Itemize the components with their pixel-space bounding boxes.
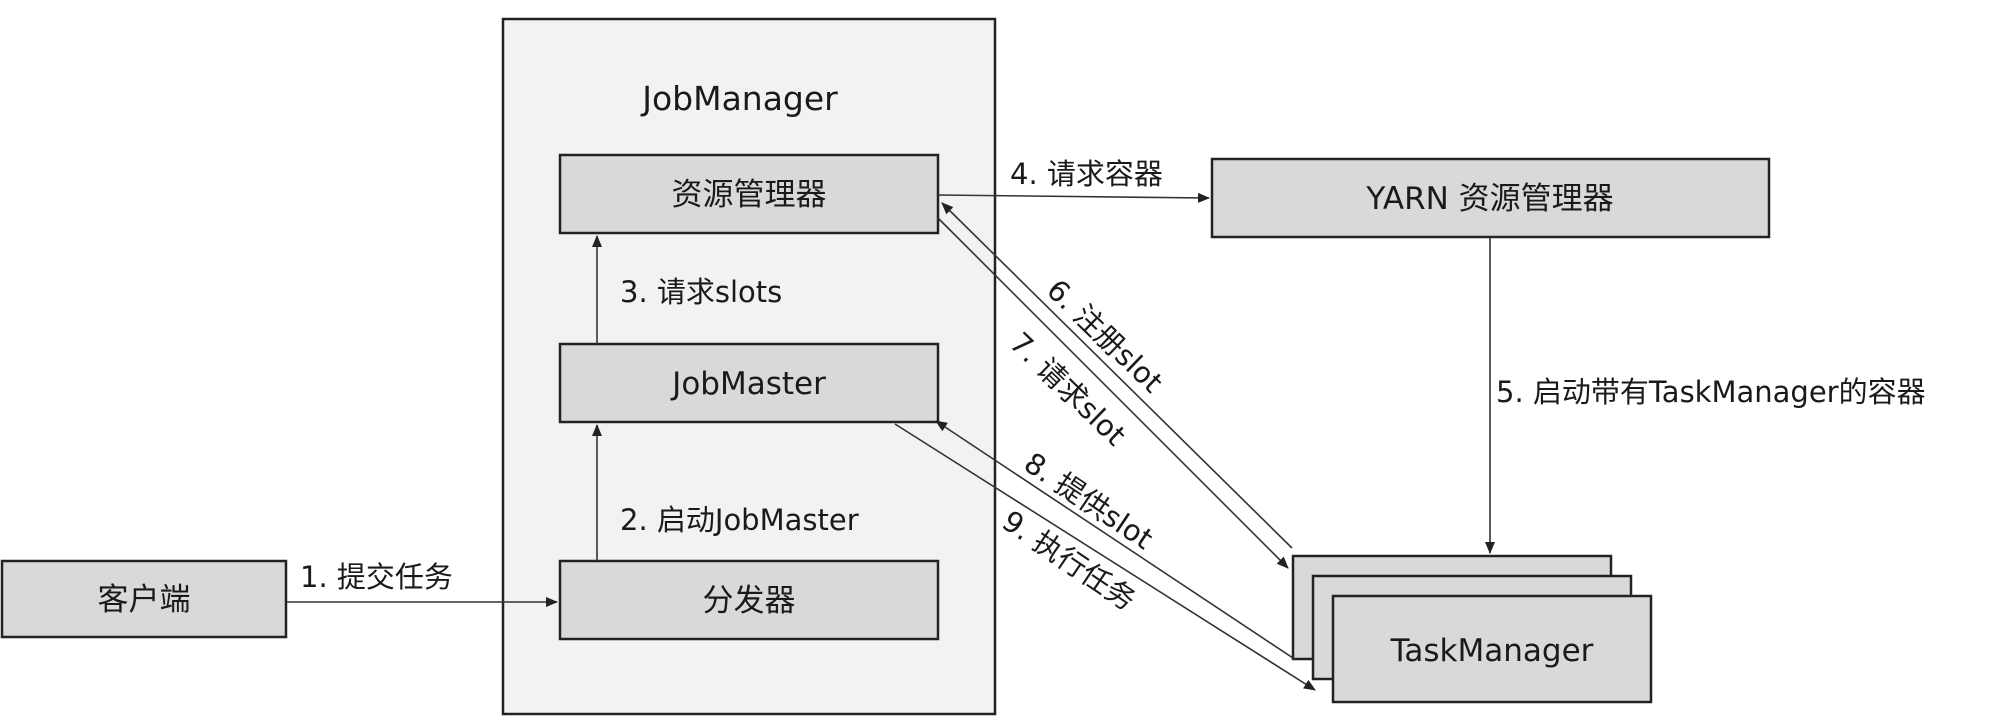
edge-submit-job: 1. 提交任务 — [286, 560, 558, 607]
taskmanager-stack[interactable]: TaskManager — [1291, 554, 1653, 704]
resource-manager-label: 资源管理器 — [672, 177, 827, 213]
resource-manager-node[interactable]: 资源管理器 — [558, 153, 940, 235]
taskmanager-front — [1331, 594, 1653, 704]
edge-submit-job-label: 1. 提交任务 — [300, 560, 453, 594]
edge-start-taskmanager: 5. 启动带有TaskManager的容器 — [1485, 237, 1926, 554]
dispatcher-label: 分发器 — [703, 583, 796, 619]
edge-start-jobmaster-label: 2. 启动JobMaster — [620, 503, 859, 537]
yarn-resource-manager-node[interactable]: YARN 资源管理器 — [1210, 157, 1771, 239]
client-label: 客户端 — [98, 582, 191, 618]
edge-request-container-label: 4. 请求容器 — [1010, 157, 1163, 191]
edge-request-slots: 3. 请求slots — [592, 235, 782, 344]
jobmaster-label: JobMaster — [670, 366, 826, 402]
edge-start-jobmaster: 2. 启动JobMaster — [592, 424, 859, 561]
dispatcher-node[interactable]: 分发器 — [558, 559, 940, 641]
edge-request-container: 4. 请求容器 — [937, 157, 1210, 203]
jobmanager-title: JobManager — [640, 79, 838, 118]
yarn-resource-manager-label: YARN 资源管理器 — [1365, 181, 1613, 217]
taskmanager-label: TaskManager — [1390, 633, 1594, 669]
jobmaster-node[interactable]: JobMaster — [558, 342, 940, 424]
edge-request-slots-label: 3. 请求slots — [620, 275, 782, 309]
edge-start-taskmanager-label: 5. 启动带有TaskManager的容器 — [1496, 375, 1926, 409]
client-node[interactable]: 客户端 — [0, 559, 288, 639]
